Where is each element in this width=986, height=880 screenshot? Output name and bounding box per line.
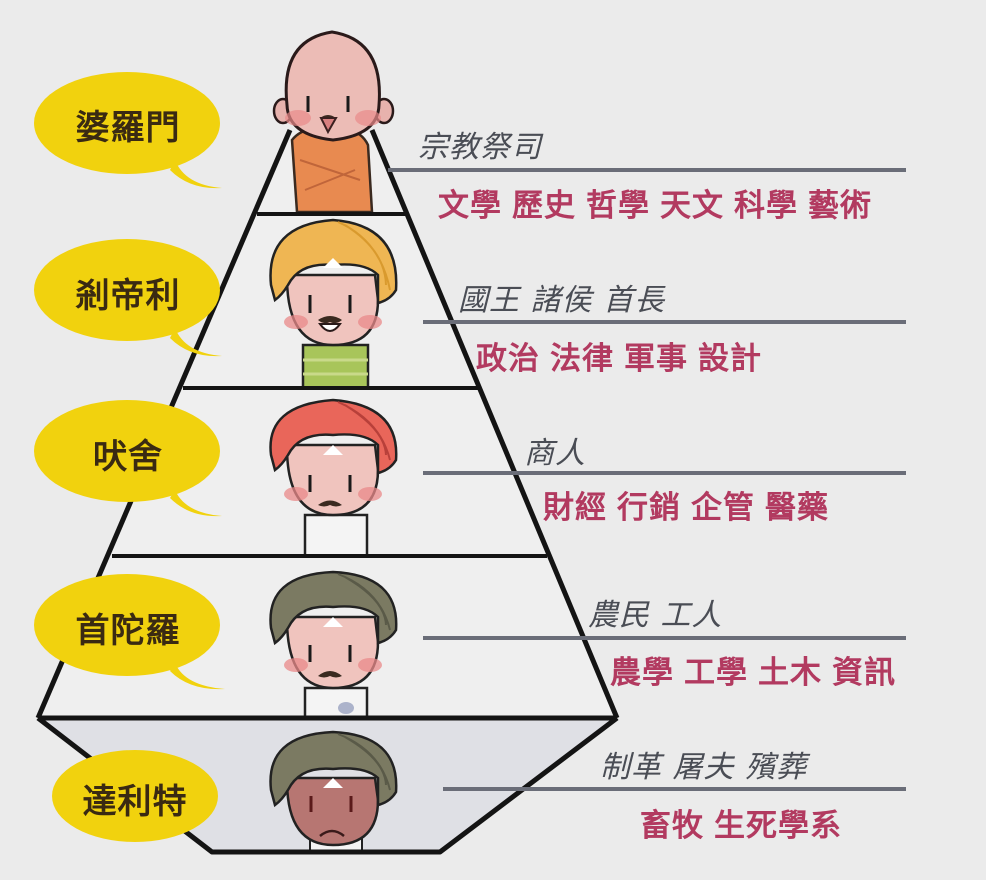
field-item: 軍事 [624, 341, 688, 377]
field-item: 歷史 [512, 188, 576, 224]
divider-line [423, 471, 906, 475]
roles-shudra: 農民 工人 [588, 598, 723, 633]
field-item: 土木 [758, 655, 822, 691]
roles-kshatriya: 國王 諸侯 首長 [458, 283, 666, 318]
divider-line [388, 168, 906, 172]
caste-label-dalit: 達利特 [82, 782, 188, 822]
speech-bubbles [34, 72, 225, 842]
caste-label-vaishya: 吠舍 [93, 437, 163, 477]
divider-line [423, 636, 906, 640]
field-item: 哲學 [586, 188, 650, 224]
caste-label-shudra: 首陀羅 [75, 611, 181, 651]
fields-brahmin: 文學歷史哲學天文科學藝術 [438, 180, 882, 225]
bubble-dalit [52, 750, 218, 842]
fields-vaishya: 財經行銷企管醫藥 [543, 482, 839, 527]
field-item: 法律 [550, 341, 614, 377]
bubble-brahmin [34, 72, 220, 174]
field-item: 企管 [691, 490, 755, 526]
roles-vaishya: 商人 [524, 436, 586, 471]
field-item: 資訊 [832, 655, 896, 691]
bubble-shudra [34, 574, 220, 676]
field-item: 財經 [543, 490, 607, 526]
roles-dalit: 制革 屠夫 殯葬 [600, 750, 808, 785]
field-item: 生死學系 [714, 808, 842, 844]
field-item: 政治 [476, 341, 540, 377]
field-item: 文學 [438, 188, 502, 224]
divider-line [423, 320, 906, 324]
field-item: 畜牧 [640, 808, 704, 844]
field-item: 農學 [610, 655, 674, 691]
field-item: 設計 [698, 341, 762, 377]
monk-bald-orange-robe-icon [272, 30, 395, 214]
caste-label-brahmin: 婆羅門 [75, 108, 181, 148]
man-red-turban-icon [269, 398, 398, 558]
man-olive-turban-icon [269, 570, 398, 720]
man-yellow-turban-icon [269, 218, 398, 390]
field-item: 天文 [660, 188, 724, 224]
field-item: 行銷 [617, 490, 681, 526]
man-olive-turban-sad-icon [269, 730, 398, 853]
bubble-kshatriya [34, 239, 220, 341]
field-item: 藝術 [808, 188, 872, 224]
bubble-tail [170, 160, 222, 189]
fields-kshatriya: 政治法律軍事設計 [476, 333, 772, 378]
field-item: 醫藥 [765, 490, 829, 526]
field-item: 科學 [734, 188, 798, 224]
bubble-vaishya [34, 400, 220, 502]
divider-line [443, 787, 906, 791]
fields-dalit: 畜牧生死學系 [640, 800, 852, 845]
field-item: 工學 [684, 655, 748, 691]
roles-brahmin: 宗教祭司 [418, 130, 542, 165]
fields-shudra: 農學工學土木資訊 [610, 647, 906, 692]
caste-label-kshatriya: 剎帝利 [75, 276, 181, 316]
